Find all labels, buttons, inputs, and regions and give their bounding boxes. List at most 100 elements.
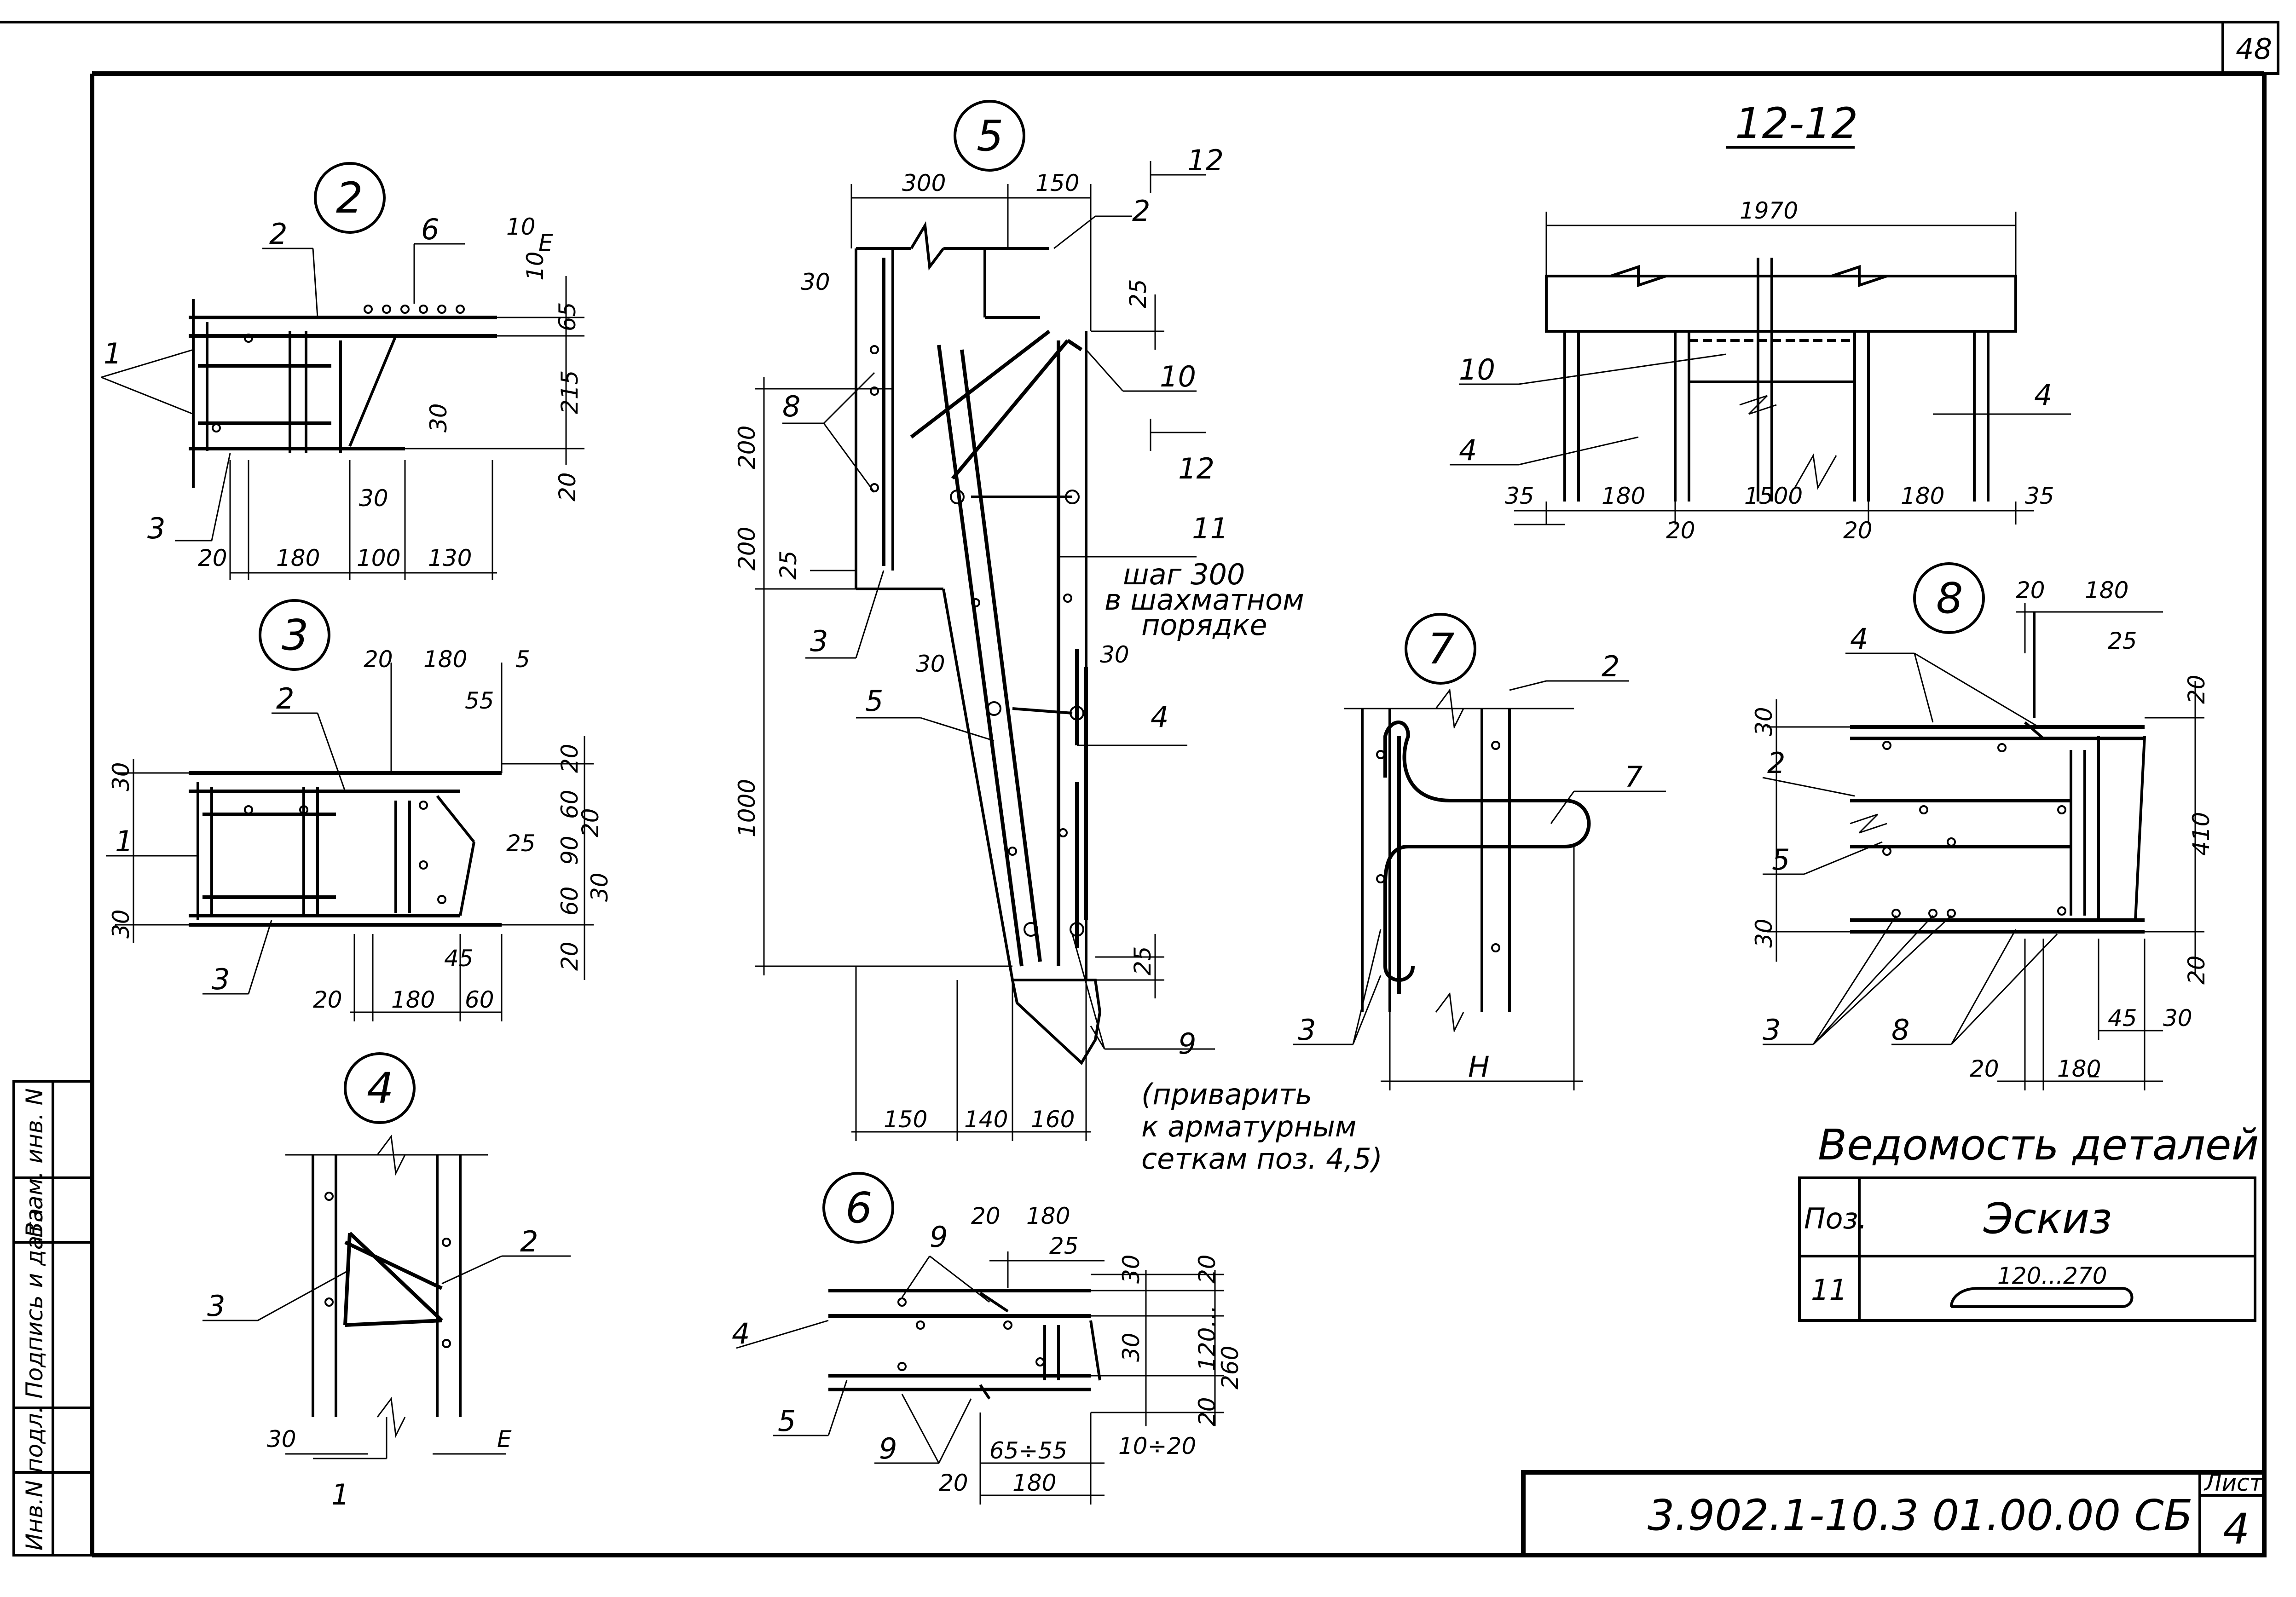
detail-6-label-5: 5 xyxy=(778,1404,796,1438)
stamp-inv-field: Инв.N подл. xyxy=(21,1406,48,1551)
detail-2-dim-130: 130 xyxy=(428,545,472,571)
detail-8-dim-180b: 180 xyxy=(2057,1055,2101,1082)
detail-5-label-5: 5 xyxy=(865,684,883,718)
detail-6-dim-180: 180 xyxy=(1026,1203,1070,1229)
detail-5-label-4: 4 xyxy=(1151,700,1168,734)
detail-5-label-2: 2 xyxy=(1132,194,1150,228)
detail-2-label-6: 6 xyxy=(421,213,439,246)
section-dim-35a: 35 xyxy=(1505,483,1534,509)
detail-8-label-8: 8 xyxy=(1891,1013,1909,1047)
detail-2-label-2: 2 xyxy=(269,217,287,251)
detail-8-dim-20c: 20 xyxy=(1970,1055,1999,1082)
side-stamp: Инв.N подл. Подпись и дата Взам. инв. N xyxy=(12,1080,93,1557)
detail-5-dim-25c: 25 xyxy=(1129,946,1156,975)
detail-5-note-weld-2: к арматурным xyxy=(1141,1110,1357,1143)
detail-2-dim-e: Е xyxy=(538,230,553,256)
detail-2-dim-20: 20 xyxy=(198,545,227,571)
detail-3-dim-60c: 60 xyxy=(465,986,494,1013)
detail-6-dim-20c: 20 xyxy=(939,1470,968,1496)
detail-8: 8 xyxy=(1751,562,2215,1090)
detail-7-label-2: 2 xyxy=(1602,650,1619,683)
schedule-row-pos: 11 xyxy=(1811,1273,1847,1307)
detail-2: 2 1 xyxy=(101,162,584,580)
stamp-signature-field: Подпись и дата xyxy=(21,1208,48,1399)
detail-3-dim-45: 45 xyxy=(444,945,474,972)
detail-5-note-weld-1: (приварить xyxy=(1141,1078,1312,1111)
detail-3-dim-20a: 20 xyxy=(556,744,583,773)
detail-3-dim-20d: 20 xyxy=(313,986,342,1013)
detail-3-dim-180: 180 xyxy=(423,646,467,673)
detail-6-label-9a: 9 xyxy=(930,1220,948,1254)
detail-5-note-pitch-3: порядке xyxy=(1141,608,1267,642)
detail-8-dim-410: 410 xyxy=(2188,812,2215,856)
sheet-label: Лист xyxy=(2203,1470,2264,1496)
detail-5-dim-200b: 200 xyxy=(734,527,760,571)
detail-6-dim-65-55: 65÷55 xyxy=(989,1437,1067,1464)
detail-3-dim-60a: 60 xyxy=(556,790,583,819)
section-12-12: 12-12 10 4 4 1970 35 xyxy=(1450,99,2071,544)
detail-8-label-5: 5 xyxy=(1772,843,1790,876)
detail-4-number: 4 xyxy=(367,1064,394,1113)
detail-6-dim-25: 25 xyxy=(1049,1233,1079,1259)
detail-6-dim-20a: 20 xyxy=(1194,1254,1220,1284)
detail-2-dim-20r: 20 xyxy=(554,472,581,502)
detail-2-label-3: 3 xyxy=(147,512,165,545)
title-block: 3.902.1-10.3 01.00.00 СБ Лист 4 xyxy=(1521,1470,2267,1557)
detail-3-label-3: 3 xyxy=(212,963,230,996)
detail-3-dim-20b: 20 xyxy=(577,808,604,837)
stamp-replace-field: Взам. инв. N xyxy=(21,1088,48,1238)
detail-4-label-2: 2 xyxy=(520,1225,538,1258)
detail-7-label-7: 7 xyxy=(1625,760,1642,794)
detail-8-label-3: 3 xyxy=(1763,1013,1781,1047)
detail-3-dim-25: 25 xyxy=(506,830,536,857)
schedule-header-sketch: Эскиз xyxy=(1983,1194,2112,1243)
section-dim-1500: 1500 xyxy=(1744,483,1803,509)
detail-5-label-10: 10 xyxy=(1160,360,1196,393)
detail-3-dim-30l: 30 xyxy=(108,762,134,791)
detail-6-label-9b: 9 xyxy=(879,1432,897,1465)
detail-8-dim-20a: 20 xyxy=(2183,675,2210,704)
detail-3-dim-90: 90 xyxy=(556,836,583,865)
detail-5-dim-30c: 30 xyxy=(1100,641,1129,668)
schedule-header-pos: Поз. xyxy=(1804,1202,1867,1235)
detail-7-dim-h: Н xyxy=(1468,1050,1490,1084)
detail-2-number: 2 xyxy=(336,173,363,223)
detail-5-note-weld-3: сеткам поз. 4,5) xyxy=(1141,1142,1382,1176)
detail-5-note-pitch-2: в шахматном xyxy=(1105,583,1304,617)
detail-8-dim-180: 180 xyxy=(2085,577,2128,604)
section-dim-1970: 1970 xyxy=(1740,197,1798,224)
sheet-frame: 48 xyxy=(0,21,2279,1557)
detail-4-dim-30: 30 xyxy=(267,1426,296,1453)
detail-3-label-2: 2 xyxy=(276,682,294,715)
detail-8-dim-25: 25 xyxy=(2108,628,2137,654)
detail-6-dim-10-20: 10÷20 xyxy=(1118,1433,1196,1459)
detail-5: 5 xyxy=(734,100,1382,1176)
detail-3-dim-60b: 60 xyxy=(556,886,583,916)
detail-6-dim-260: 260 xyxy=(1217,1346,1243,1389)
page-number-top: 48 xyxy=(2236,32,2272,66)
schedule-sketch-hook-icon xyxy=(1950,1287,2134,1308)
detail-2-dim-10b: 10 xyxy=(522,251,549,281)
detail-5-label-3: 3 xyxy=(810,624,828,658)
section-title: 12-12 xyxy=(1735,99,1858,148)
detail-5-label-9: 9 xyxy=(1178,1027,1196,1061)
detail-5-number: 5 xyxy=(977,111,1004,161)
detail-7: 7 2 3 7 Н xyxy=(1293,613,1666,1090)
detail-5-note-pitch-1: шаг 300 xyxy=(1123,558,1245,591)
detail-2-dim-180: 180 xyxy=(276,545,320,571)
detail-6-dim-30b: 30 xyxy=(1118,1332,1145,1362)
detail-2-dim-215: 215 xyxy=(556,370,583,414)
section-dim-180b: 180 xyxy=(1901,483,1944,509)
detail-2-dim-10a: 10 xyxy=(506,213,536,240)
detail-2-dim-100: 100 xyxy=(357,545,400,571)
detail-6: 6 4 5 9 9 xyxy=(732,1172,1243,1505)
detail-8-number: 8 xyxy=(1936,574,1963,623)
detail-5-dim-140: 140 xyxy=(964,1106,1008,1133)
detail-3-dim-180b: 180 xyxy=(391,986,435,1013)
detail-3-dim-5: 5 xyxy=(515,646,530,673)
detail-6-dim-30a: 30 xyxy=(1118,1254,1145,1284)
detail-5-dim-150b: 150 xyxy=(884,1106,927,1133)
detail-6-dim-180b: 180 xyxy=(1012,1470,1056,1496)
detail-4-label-3: 3 xyxy=(207,1289,225,1323)
